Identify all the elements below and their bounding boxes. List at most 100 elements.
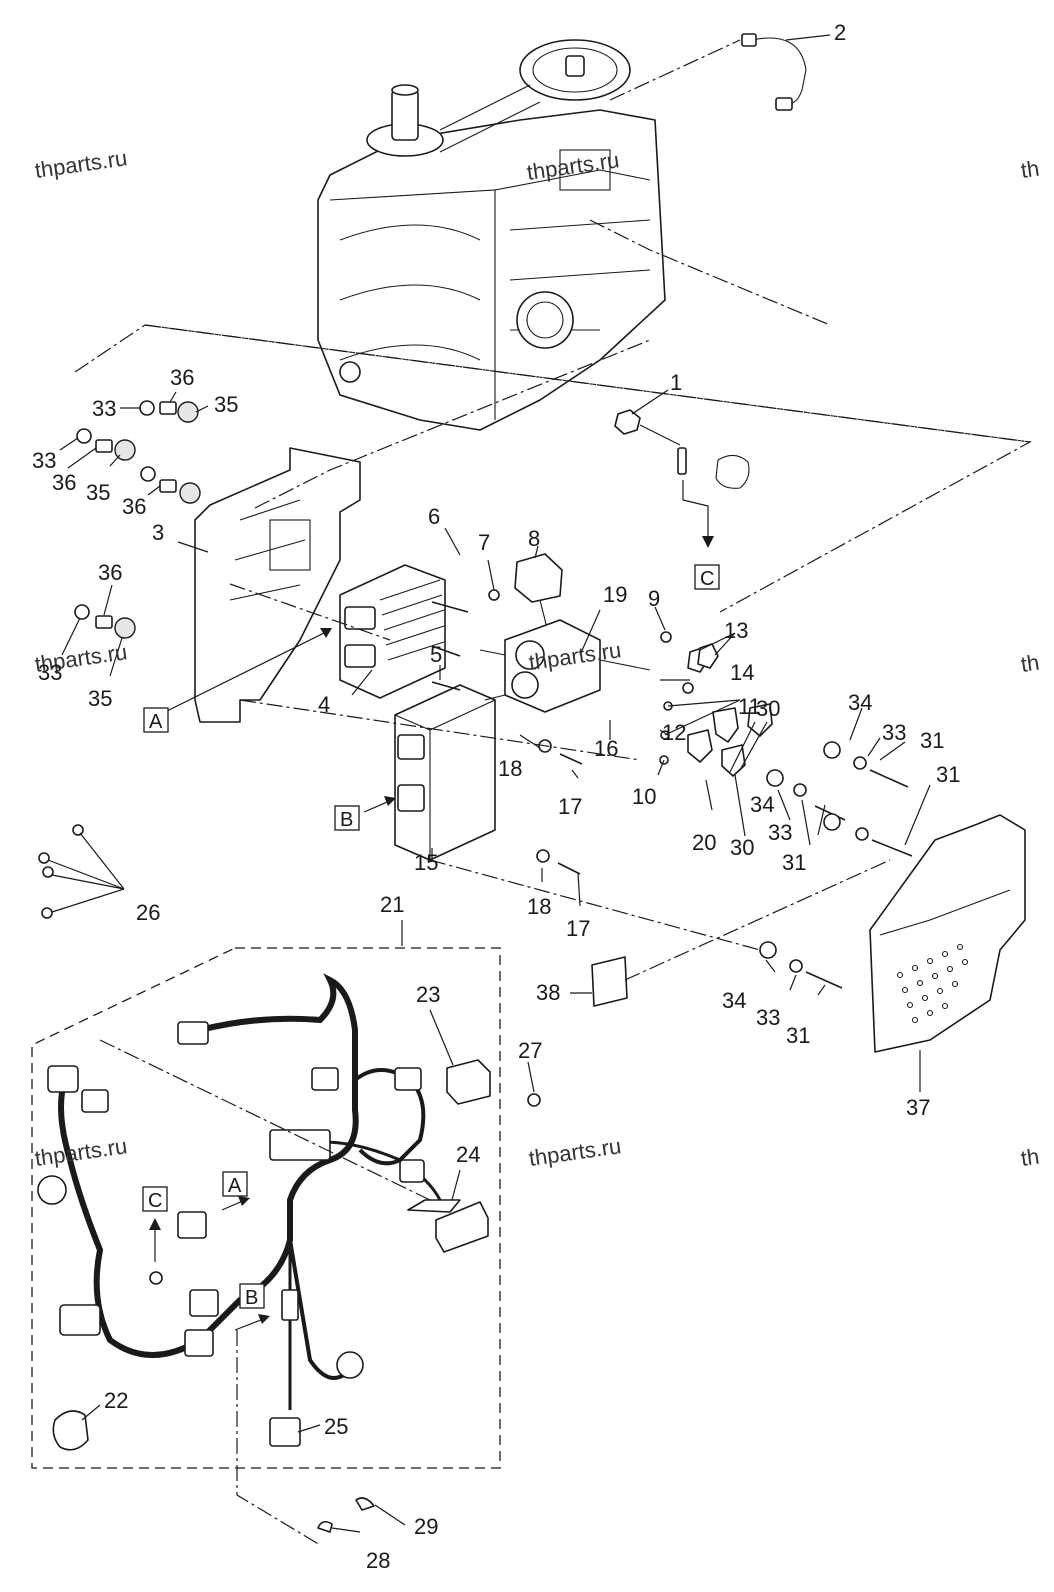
cover-vent-holes (896, 943, 969, 1024)
relay-23 (446, 1059, 541, 1107)
reference-box-c: C (694, 564, 720, 590)
callout-9: 9 (648, 586, 660, 611)
oil-pressure-switch (614, 409, 750, 489)
callout-11: 11 (738, 694, 761, 719)
callout-14: 14 (730, 660, 754, 685)
reference-box-a-harness: A (222, 1171, 248, 1197)
watermark-clipped: th (1019, 156, 1041, 183)
callout-36: 36 (122, 494, 146, 519)
callout-36: 36 (170, 365, 194, 390)
callout-12: 12 (662, 720, 686, 745)
callout-33: 33 (32, 448, 56, 473)
callout-4: 4 (318, 692, 330, 717)
leader-lines (47, 34, 931, 1533)
svg-text:C: C (148, 1190, 162, 1212)
callout-18: 18 (498, 756, 522, 781)
wire-harness (37, 973, 442, 1410)
callout-30: 30 (730, 835, 754, 860)
watermark: thparts.ru (527, 1133, 623, 1171)
fastener-set-center (431, 589, 694, 875)
watermark-clipped: th (1019, 1144, 1041, 1171)
callout-31: 31 (782, 850, 806, 875)
label-sticker (591, 956, 628, 1007)
callout-36: 36 (98, 560, 122, 585)
callout-33: 33 (92, 396, 116, 421)
control-module-15 (394, 684, 496, 861)
fuse-25 (269, 1417, 301, 1447)
svg-text:B: B (340, 809, 353, 831)
callout-34: 34 (750, 792, 774, 817)
callout-38: 38 (536, 980, 560, 1005)
svg-text:A: A (228, 1175, 242, 1197)
cap-22 (52, 1410, 89, 1451)
screws-26 (38, 824, 84, 919)
clamp-28 (317, 1520, 333, 1533)
callout-27: 27 (518, 1038, 542, 1063)
callout-20: 20 (692, 830, 716, 855)
thermo-sensor-lead (741, 33, 807, 111)
callout-24: 24 (456, 1142, 480, 1167)
clamp-29 (355, 1497, 375, 1511)
callout-35: 35 (88, 686, 112, 711)
electrical-bracket (194, 447, 361, 723)
callout-33: 33 (882, 720, 906, 745)
callout-35: 35 (214, 392, 238, 417)
callout-17: 17 (566, 916, 590, 941)
part-callouts: 2 1 36 33 35 33 36 35 36 3 36 33 35 4 5 … (32, 20, 960, 1573)
harness-cluster-19 (479, 619, 651, 713)
electrical-cover (869, 814, 1026, 1053)
harness-assembly-outline (31, 947, 501, 1469)
assembly-center-lines (74, 39, 1032, 1546)
reference-box-c-harness: C (142, 1186, 168, 1212)
callout-37: 37 (906, 1095, 930, 1120)
reference-arrows (149, 480, 714, 1331)
reference-box-b: B (334, 805, 360, 831)
fuse-holder-24 (407, 1199, 489, 1253)
callout-18: 18 (527, 894, 551, 919)
fuse-group (687, 643, 773, 777)
callout-28: 28 (366, 1548, 390, 1573)
callout-31: 31 (786, 1023, 810, 1048)
fastener-set-right (759, 741, 913, 989)
callout-1: 1 (670, 370, 682, 395)
watermark: thparts.ru (33, 145, 129, 183)
grommet-set (74, 400, 201, 639)
watermark-clipped: th (1019, 650, 1041, 677)
callout-33: 33 (756, 1005, 780, 1030)
callout-29: 29 (414, 1514, 438, 1539)
callout-3: 3 (152, 520, 164, 545)
callout-33: 33 (38, 660, 62, 685)
callout-33: 33 (768, 820, 792, 845)
callout-6: 6 (428, 504, 440, 529)
ecm-unit (339, 564, 446, 699)
svg-text:B: B (245, 1287, 258, 1309)
callout-5: 5 (430, 642, 442, 667)
svg-text:C: C (700, 568, 714, 590)
callout-10: 10 (632, 784, 656, 809)
callout-34: 34 (848, 690, 872, 715)
svg-text:A: A (149, 711, 163, 733)
callout-16: 16 (594, 736, 618, 761)
engine-block (317, 39, 666, 431)
callout-23: 23 (416, 982, 440, 1007)
callout-35: 35 (86, 480, 110, 505)
callout-2: 2 (834, 20, 846, 45)
callout-7: 7 (478, 530, 490, 555)
callout-21: 21 (380, 892, 404, 917)
callout-34: 34 (722, 988, 746, 1013)
callout-31: 31 (936, 762, 960, 787)
reference-box-a: A (143, 707, 169, 733)
callout-36: 36 (52, 470, 76, 495)
callout-19: 19 (603, 582, 627, 607)
callout-30: 30 (756, 696, 780, 721)
callout-8: 8 (528, 526, 540, 551)
callout-15: 15 (414, 850, 438, 875)
callout-22: 22 (104, 1388, 128, 1413)
callout-13: 13 (724, 618, 748, 643)
watermark: thparts.ru (33, 1133, 129, 1171)
callout-31: 31 (920, 728, 944, 753)
callout-17: 17 (558, 794, 582, 819)
reference-box-b-harness: B (239, 1283, 265, 1309)
callout-26: 26 (136, 900, 160, 925)
